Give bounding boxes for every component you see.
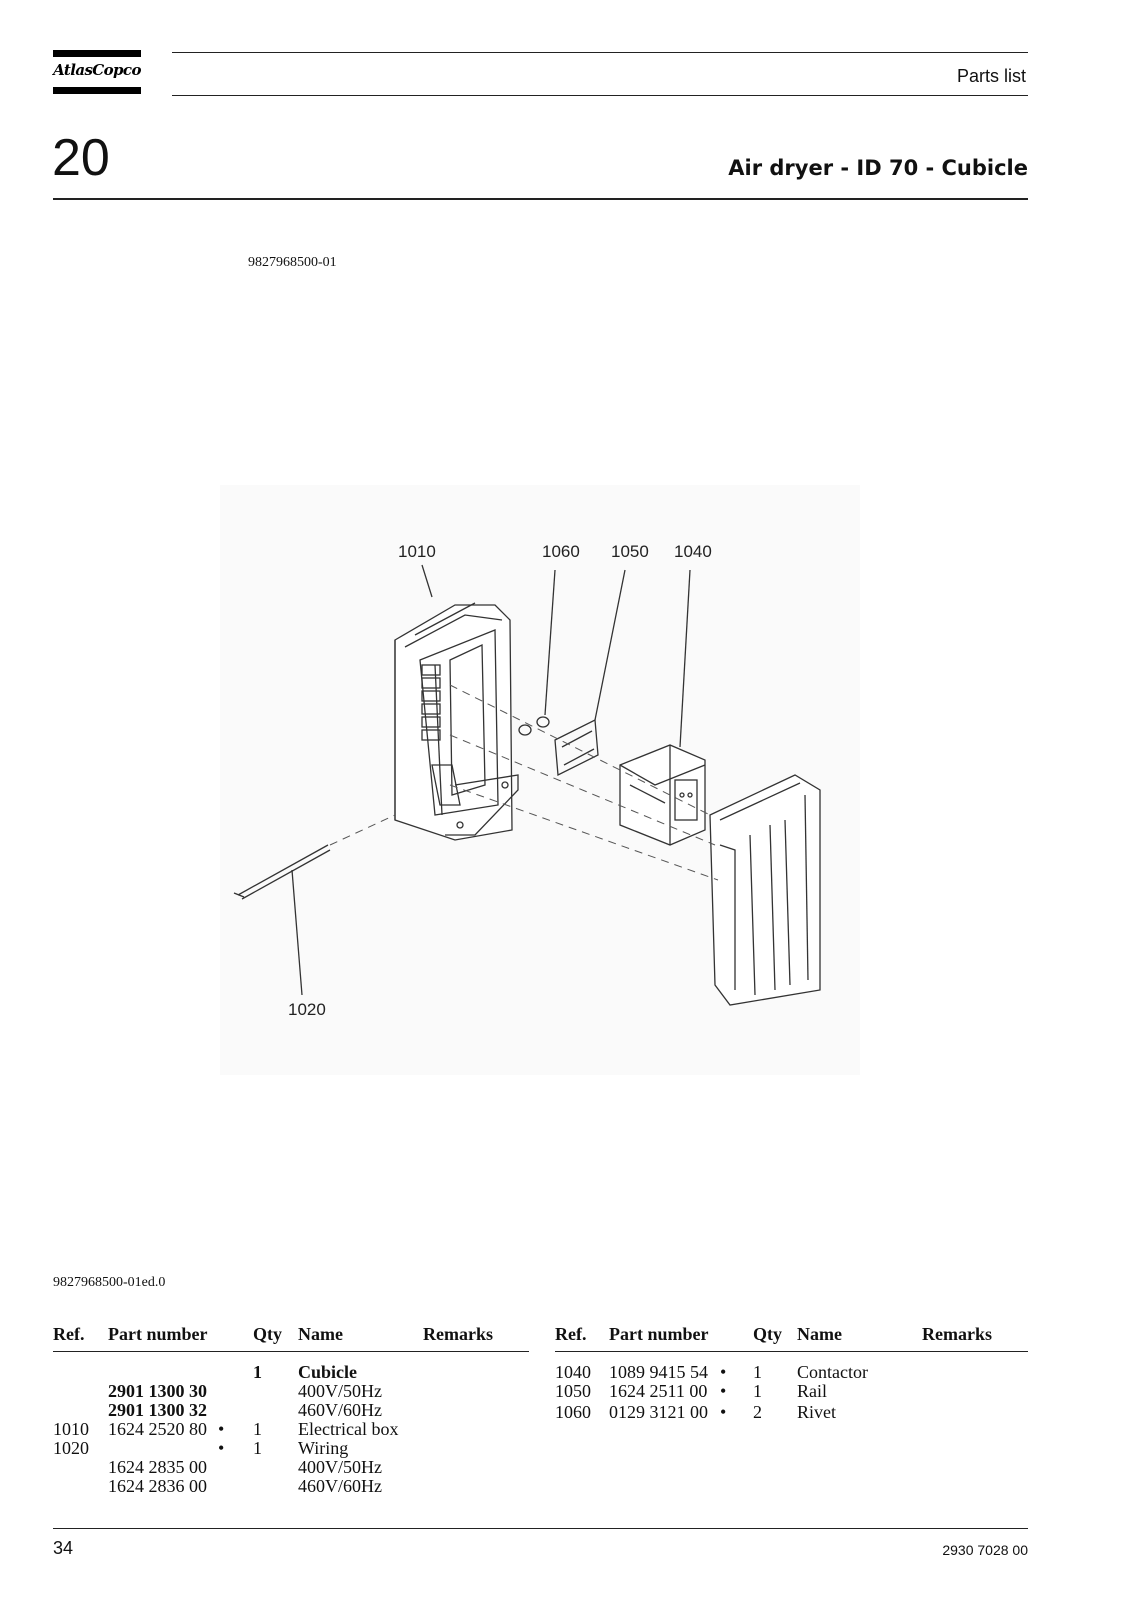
row-name: Wiring [298, 1438, 349, 1458]
row-ref: 1050 [555, 1381, 591, 1401]
atlas-copco-logo: AtlasCopco [53, 50, 141, 94]
exploded-view-illustration: 1010 1060 1050 1040 1020 [220, 485, 860, 1075]
callout-1010: 1010 [398, 542, 436, 561]
row-name: Cubicle [298, 1362, 358, 1382]
header-rule-bottom [172, 95, 1028, 96]
callout-1040: 1040 [674, 542, 712, 561]
row-name: 400V/50Hz [298, 1457, 382, 1477]
logo-bar-top [53, 50, 141, 57]
section-label: Parts list [956, 66, 1026, 86]
row-ref: 1020 [53, 1438, 89, 1458]
row-part-number: 1624 2511 00 [609, 1381, 708, 1401]
callout-1060: 1060 [542, 542, 580, 561]
row-ref: 1010 [53, 1419, 89, 1439]
drawing-edition: 9827968500-01ed.0 [53, 1275, 166, 1290]
exploded-view-drawing: 1010 1060 1050 1040 1020 [233, 542, 821, 1019]
row-qty: 1 [253, 1362, 262, 1382]
header-rule [555, 1351, 1028, 1352]
document-number: 2930 7028 00 [942, 1542, 1028, 1558]
row-name: Rivet [797, 1402, 836, 1422]
header-rule-top [172, 52, 1028, 53]
header-name: Name [797, 1324, 842, 1344]
header-rule [53, 1351, 529, 1352]
header-name: Name [298, 1324, 343, 1344]
title-rule [53, 198, 1028, 200]
callout-1020: 1020 [288, 1000, 326, 1019]
row-ref: 1060 [555, 1402, 591, 1422]
row-part-number: 1089 9415 54 [609, 1362, 708, 1382]
header-part-number: Part number [609, 1324, 709, 1344]
row-part-number: 1624 2836 00 [108, 1476, 207, 1496]
row-part-number: 0129 3121 00 [609, 1402, 708, 1422]
row-part-number: 2901 1300 32 [108, 1400, 207, 1420]
row-name: Contactor [797, 1362, 868, 1382]
header-remarks: Remarks [922, 1324, 992, 1344]
row-name: 400V/50Hz [298, 1381, 382, 1401]
header-qty: Qty [253, 1324, 282, 1344]
header-qty: Qty [753, 1324, 782, 1344]
row-bullet: • [720, 1381, 727, 1401]
row-bullet: • [218, 1438, 225, 1458]
row-name: 460V/60Hz [298, 1476, 382, 1496]
logo-bar-bottom [53, 87, 141, 94]
row-name: Electrical box [298, 1419, 399, 1439]
row-part-number: 1624 2835 00 [108, 1457, 207, 1477]
footer-rule [53, 1528, 1028, 1529]
cover-outline [709, 774, 821, 1006]
row-bullet: • [720, 1362, 727, 1382]
callout-1050: 1050 [611, 542, 649, 561]
row-ref: 1040 [555, 1362, 591, 1382]
row-qty: 1 [753, 1381, 762, 1401]
row-qty: 1 [753, 1362, 762, 1382]
page-title: Air dryer - ID 70 - Cubicle [728, 156, 1028, 180]
page-number: 34 [53, 1538, 74, 1558]
header-ref: Ref. [53, 1324, 85, 1344]
row-bullet: • [218, 1419, 225, 1439]
row-part-number: 1624 2520 80 [108, 1419, 207, 1439]
row-bullet: • [720, 1402, 727, 1422]
header-remarks: Remarks [423, 1324, 493, 1344]
row-name: 460V/60Hz [298, 1400, 382, 1420]
parts-table-left: Ref. Part number Qty Name Remarks 1 Cubi… [53, 1325, 529, 1505]
row-qty: 1 [253, 1419, 262, 1439]
logo-wordmark: AtlasCopco [53, 61, 141, 79]
row-qty: 2 [753, 1402, 762, 1422]
parts-table-right: Ref. Part number Qty Name Remarks 1040 1… [555, 1325, 1028, 1425]
section-number: 20 [52, 129, 110, 187]
row-qty: 1 [253, 1438, 262, 1458]
header-ref: Ref. [555, 1324, 587, 1344]
drawing-reference: 9827968500-01 [248, 255, 337, 270]
row-name: Rail [797, 1381, 827, 1401]
row-part-number: 2901 1300 30 [108, 1381, 207, 1401]
header-part-number: Part number [108, 1324, 208, 1344]
